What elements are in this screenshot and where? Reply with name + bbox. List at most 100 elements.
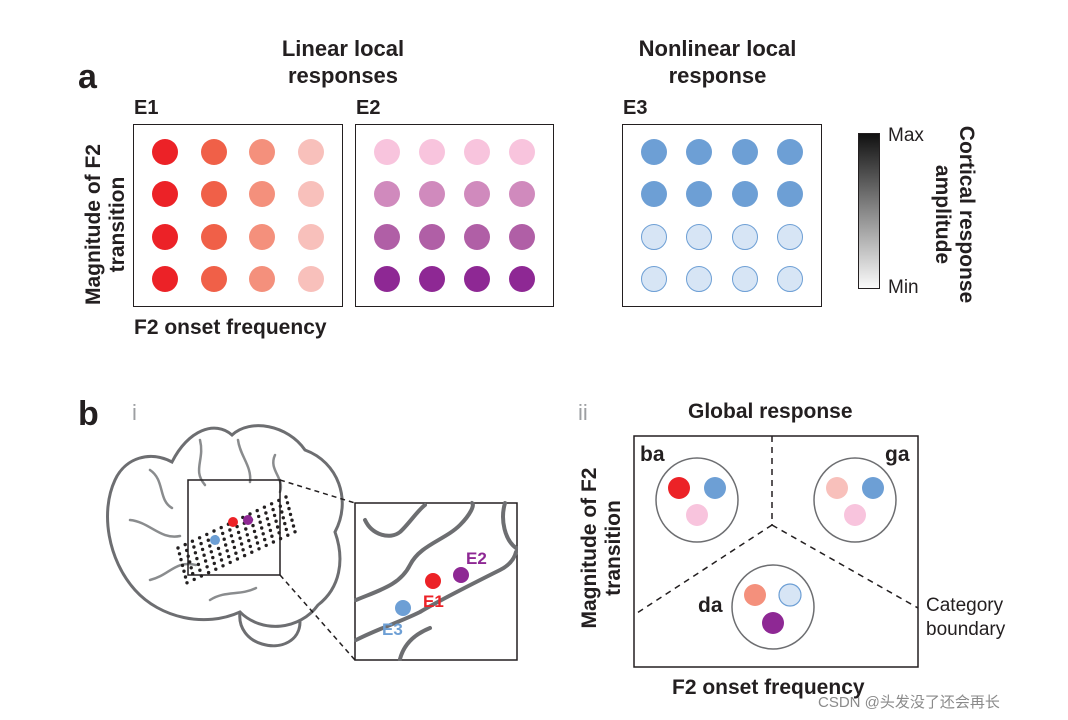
response-dot-e2-r4c2: [419, 266, 445, 292]
panel-b-y-axis-label: Magnitude of F2 transition: [578, 467, 625, 629]
category-boundary-label-line2: boundary: [926, 619, 1006, 640]
response-dot-e3-r1c3: [731, 139, 758, 165]
response-dot-e3-r4c4: [777, 266, 803, 292]
colorbar-min-label: Min: [888, 277, 919, 298]
zoom-marker-e2: [453, 567, 469, 583]
response-dot-e3-r4c1: [641, 266, 667, 292]
electrode-grid-e3: [622, 124, 822, 307]
response-dot-e2-r2c2: [419, 181, 445, 208]
response-dot-e1-r3c1: [152, 223, 178, 250]
response-dot-e2-r2c4: [509, 181, 535, 208]
zoom-label-e2: E2: [466, 549, 487, 568]
zoom-sulci: [354, 501, 518, 661]
da-e1-dot: [744, 584, 766, 606]
zoom-line-bottom: [279, 574, 356, 661]
brain-marker-e1: [228, 517, 238, 527]
response-dot-e1-r1c4: [298, 139, 324, 165]
response-dot-e2-r2c3: [464, 181, 490, 208]
panel-b-letter: b: [78, 395, 99, 433]
electrode-grid-e1: [133, 124, 343, 307]
zoom-label-e3: E3: [382, 620, 403, 639]
response-dot-e2-r4c3: [464, 266, 490, 292]
global-response-title: Global response: [688, 400, 853, 423]
da-cluster: [731, 564, 815, 650]
response-dot-e1-r4c3: [249, 266, 276, 292]
ba-e2-dot: [686, 504, 708, 526]
global-response-box: [633, 435, 919, 668]
response-dot-e3-r2c2: [686, 181, 713, 208]
zoom-marker-e1: [425, 573, 441, 589]
response-dot-e1-r4c2: [200, 266, 227, 292]
response-dot-e3-r3c1: [641, 223, 667, 250]
amplitude-colorbar: [858, 133, 880, 289]
response-dot-e1-r1c1: [152, 139, 178, 165]
nonlinear-response-title: Nonlinear local response: [638, 36, 797, 88]
response-dot-e1-r3c4: [298, 223, 324, 250]
response-dot-e3-r4c3: [731, 266, 758, 292]
brain-marker-e2: [243, 515, 253, 525]
brain-outline: [106, 424, 344, 648]
response-dot-e1-r4c1: [152, 266, 178, 292]
ga-e2-dot: [844, 504, 866, 526]
linear-responses-title: Linear local responses: [281, 36, 405, 88]
brain-marker-e3: [210, 535, 220, 545]
brain-sulci: [128, 438, 283, 602]
response-dot-e2-r4c1: [374, 266, 400, 292]
response-dot-e1-r2c2: [200, 181, 227, 208]
response-dot-e1-r1c3: [249, 139, 276, 165]
response-dot-e3-r1c2: [686, 139, 713, 165]
ba-cluster: [655, 457, 739, 543]
da-e3-dot: [778, 583, 802, 607]
response-dot-e3-r2c1: [641, 181, 667, 208]
category-label-da: da: [698, 594, 723, 617]
response-dot-e1-r2c1: [152, 181, 178, 208]
response-dot-e3-r3c2: [686, 223, 713, 250]
response-dot-e1-r2c3: [249, 181, 276, 208]
response-dot-e3-r3c3: [731, 223, 758, 250]
panel-b-i-label: i: [132, 400, 137, 425]
category-label-ga: ga: [885, 443, 910, 466]
electrode-array: [176, 495, 297, 585]
panel-b-x-axis-label: F2 onset frequency: [672, 676, 865, 699]
electrode-label-e3: E3: [623, 97, 648, 119]
category-boundaries: [633, 436, 919, 616]
response-dot-e2-r4c4: [509, 266, 535, 292]
response-dot-e2-r1c1: [374, 139, 400, 165]
response-dot-e2-r2c1: [374, 181, 400, 208]
ga-cluster: [813, 457, 897, 543]
response-dot-e1-r3c2: [200, 223, 227, 250]
electrode-label-e2: E2: [356, 97, 381, 119]
response-dot-e1-r4c4: [298, 266, 324, 292]
zoom-label-e1: E1: [423, 592, 444, 611]
ba-e1-dot: [668, 477, 690, 499]
brain-inset-box: [187, 479, 281, 576]
response-dot-e1-r1c2: [200, 139, 227, 165]
ba-e3-dot: [704, 477, 726, 499]
response-dot-e1-r2c4: [298, 181, 324, 208]
watermark: CSDN @头发没了还会再长: [818, 694, 1000, 711]
panel-b-ii-label: ii: [578, 400, 588, 425]
da-e2-dot: [762, 612, 784, 634]
electrode-grid-e2: [355, 124, 554, 307]
response-dot-e3-r4c2: [686, 266, 713, 292]
response-dot-e3-r1c4: [777, 139, 803, 165]
ga-e1-dot: [826, 477, 848, 499]
panel-a-x-axis-label: F2 onset frequency: [134, 316, 327, 339]
zoom-line-top: [279, 479, 356, 504]
panel-a-letter: a: [78, 58, 97, 96]
response-dot-e2-r3c2: [419, 223, 445, 250]
colorbar-max-label: Max: [888, 125, 924, 146]
response-dot-e3-r3c4: [777, 223, 803, 250]
response-dot-e3-r2c4: [777, 181, 803, 208]
response-dot-e2-r3c3: [464, 223, 490, 250]
zoom-marker-e3: [395, 600, 411, 616]
electrode-label-e1: E1: [134, 97, 159, 119]
ga-e3-dot: [862, 477, 884, 499]
response-dot-e2-r3c4: [509, 223, 535, 250]
response-dot-e2-r1c4: [509, 139, 535, 165]
response-dot-e3-r2c3: [731, 181, 758, 208]
category-label-ba: ba: [640, 443, 665, 466]
response-dot-e2-r3c1: [374, 223, 400, 250]
response-dot-e2-r1c3: [464, 139, 490, 165]
